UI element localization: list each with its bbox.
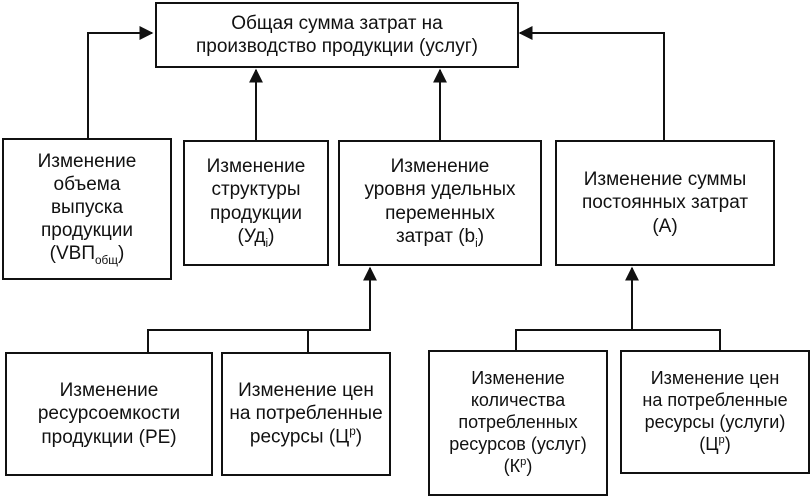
resource-prices-right-line3: ресурсы (услуги) bbox=[644, 412, 786, 432]
resource-prices-left-line3: ресурсы (Цр) bbox=[250, 425, 362, 449]
volume-line1: Изменение bbox=[37, 150, 137, 172]
resource-prices-right-line4-main: (Ц bbox=[699, 433, 719, 454]
resource-prices-right-line2: на потребленные bbox=[642, 390, 788, 411]
resource-prices-left-box: Изменение цен на потребленные ресурсы (Ц… bbox=[221, 352, 391, 476]
structure-line4-end: ) bbox=[268, 225, 275, 247]
volume-change-box: Изменение объема выпуска продукции (VBПо… bbox=[2, 138, 172, 280]
unit-variable-costs-box: Изменение уровня удельных переменных зат… bbox=[338, 140, 542, 266]
unit-variable-line4-sub: i bbox=[475, 236, 478, 250]
resource-prices-right-line4: (Цр) bbox=[699, 434, 731, 456]
volume-line4: продукции bbox=[40, 220, 133, 242]
volume-line3: выпуска bbox=[50, 196, 124, 218]
resource-prices-left-line2: на потребленные bbox=[229, 403, 383, 425]
volume-line5-end: ) bbox=[117, 243, 125, 265]
resource-quantity-line1: Изменение bbox=[471, 368, 565, 389]
structure-line4: (Удi) bbox=[238, 225, 275, 251]
structure-line4-sub: i bbox=[265, 236, 269, 250]
resource-intensity-line1: Изменение bbox=[59, 380, 159, 402]
arrow-volume-to-total bbox=[87, 26, 154, 138]
resource-prices-right-box: Изменение цен на потребленные ресурсы (у… bbox=[620, 350, 810, 474]
resource-intensity-line3: продукции (РЕ) bbox=[41, 426, 177, 448]
resource-quantity-line5-main: (К bbox=[503, 455, 521, 476]
resource-quantity-line4: ресурсов (услуг) bbox=[449, 433, 587, 454]
resource-prices-left-line1: Изменение цен bbox=[238, 380, 374, 402]
total-costs-line2: производство продукции (услуг) bbox=[195, 36, 479, 57]
resource-intensity-line2: ресурсоемкости bbox=[37, 403, 181, 425]
unit-variable-line1: Изменение bbox=[390, 156, 490, 178]
resource-prices-right-line4-sup: р bbox=[718, 433, 725, 446]
volume-line5-sub: общ bbox=[95, 254, 118, 268]
structure-line2: структуры bbox=[211, 179, 301, 201]
resource-quantity-line3: потребленных bbox=[458, 412, 578, 433]
unit-variable-line3: переменных bbox=[385, 202, 495, 224]
resource-prices-left-line3-sup: р bbox=[349, 425, 356, 439]
resource-prices-left-line3-main: ресурсы (Ц bbox=[249, 426, 350, 448]
arrow-fixed-to-total bbox=[518, 26, 665, 140]
volume-line2: объема bbox=[53, 173, 121, 195]
total-costs-line1: Общая сумма затрат на bbox=[231, 12, 443, 34]
structure-line3: продукции bbox=[209, 202, 302, 224]
unit-variable-line4: затрат (bi) bbox=[396, 225, 484, 251]
resource-quantity-line2: количества bbox=[470, 390, 566, 411]
resource-prices-right-line1: Изменение цен bbox=[650, 368, 780, 389]
unit-variable-line4-main: затрат (b bbox=[395, 225, 476, 247]
fixed-line3: (А) bbox=[652, 215, 678, 237]
structure-line1: Изменение bbox=[206, 156, 306, 178]
unit-variable-line2: уровня удельных bbox=[364, 179, 516, 201]
resource-prices-left-line3-end: ) bbox=[355, 426, 363, 448]
resource-quantity-line5-sup: р bbox=[520, 455, 527, 468]
fixed-line2: постоянных затрат bbox=[581, 192, 749, 214]
unit-variable-line4-end: ) bbox=[477, 225, 485, 247]
structure-line4-main: (Уд bbox=[237, 225, 266, 247]
total-costs-box: Общая сумма затрат на производство проду… bbox=[155, 2, 519, 68]
volume-line5: (VBПобщ) bbox=[50, 242, 125, 268]
volume-line5-main: (VBП bbox=[49, 243, 96, 265]
resource-quantity-line5: (Кр) bbox=[504, 456, 533, 478]
resource-quantity-box: Изменение количества потребленных ресурс… bbox=[428, 350, 608, 496]
resource-quantity-line5-end: ) bbox=[526, 455, 533, 476]
fixed-line1: Изменение суммы bbox=[583, 169, 747, 191]
resource-intensity-box: Изменение ресурсоемкости продукции (РЕ) bbox=[5, 352, 213, 476]
fixed-costs-box: Изменение суммы постоянных затрат (А) bbox=[555, 140, 775, 266]
resource-prices-right-line4-end: ) bbox=[724, 433, 731, 454]
structure-change-box: Изменение структуры продукции (Удi) bbox=[183, 140, 329, 266]
